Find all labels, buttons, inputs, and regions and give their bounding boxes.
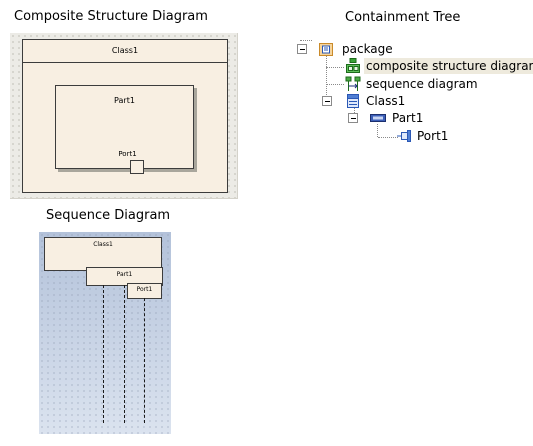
part-lifeline	[124, 285, 125, 423]
class-lifeline	[103, 285, 104, 423]
tree-connector	[378, 137, 398, 138]
tree-item-label: Class1	[366, 94, 406, 108]
tree-item-label: Part1	[392, 111, 424, 125]
tree-item-part1[interactable]: Part1	[390, 110, 425, 126]
class-shape[interactable]: Class1 Part1 Port1	[22, 39, 228, 193]
port-icon	[397, 130, 411, 142]
sequence-class-lifeline-head[interactable]: Class1	[44, 237, 162, 271]
tree-item-label: package	[342, 42, 393, 56]
sequence-part-name: Part1	[116, 271, 133, 278]
class-name: Class1	[23, 40, 227, 63]
part-icon	[370, 114, 386, 122]
collapse-toggle-part1[interactable]	[348, 113, 358, 123]
port-lifeline	[144, 298, 145, 423]
tree-item-composite-structure-diagram[interactable]: composite structure diagram	[364, 58, 533, 74]
tree-connector	[326, 56, 327, 103]
tree-connector	[326, 84, 344, 85]
class-icon	[347, 94, 359, 108]
tree-connector	[377, 124, 378, 137]
sequence-port-name: Port1	[136, 286, 153, 293]
composite-diagram-heading: Composite Structure Diagram	[14, 9, 208, 24]
part-name: Part1	[114, 96, 135, 105]
collapse-toggle-package[interactable]	[297, 44, 307, 54]
composite-structure-diagram-icon	[346, 58, 360, 73]
sequence-diagram-heading: Sequence Diagram	[46, 208, 171, 223]
tree-item-sequence-diagram[interactable]: sequence diagram	[364, 76, 480, 92]
tree-connector	[326, 67, 344, 68]
sequence-diagram-icon	[345, 76, 361, 91]
composite-diagram-canvas: Class1 Part1 Port1	[10, 33, 238, 199]
collapse-toggle-class1[interactable]	[322, 96, 332, 106]
tree-root-line	[300, 40, 312, 41]
tree-item-label: composite structure diagram	[364, 58, 533, 74]
containment-tree-heading: Containment Tree	[345, 10, 461, 25]
sequence-diagram-canvas: Class1 Part1 Port1	[39, 232, 171, 434]
tree-item-label: Port1	[417, 129, 449, 143]
tree-item-label: sequence diagram	[366, 77, 478, 91]
sequence-class-name: Class1	[93, 241, 113, 248]
port-shape[interactable]	[130, 160, 144, 174]
port-name: Port1	[118, 150, 137, 158]
package-icon	[319, 43, 333, 56]
tree-item-class1[interactable]: Class1	[364, 93, 407, 109]
tree-item-port1[interactable]: Port1	[415, 128, 450, 144]
tree-item-package[interactable]: package	[340, 41, 395, 57]
part-shape[interactable]: Part1 Port1	[55, 85, 194, 169]
